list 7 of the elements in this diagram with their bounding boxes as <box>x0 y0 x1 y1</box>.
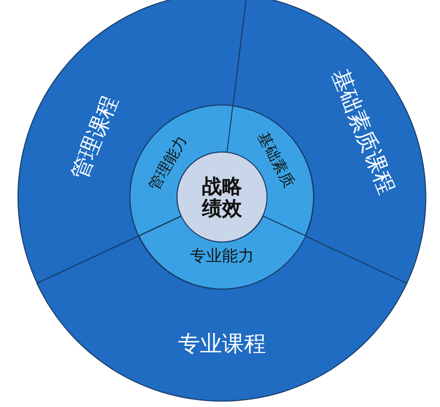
segment-label: 基础素质 <box>254 130 298 190</box>
segment-label: 专业能力 <box>190 247 254 265</box>
segment-label: 专业课程 <box>178 332 266 358</box>
segment-label: 管理能力 <box>146 132 190 194</box>
segment-label: 管理课程 <box>68 92 124 184</box>
segment-label: 基础素质课程 <box>326 66 398 198</box>
center-label: 战略绩效 <box>200 175 243 219</box>
